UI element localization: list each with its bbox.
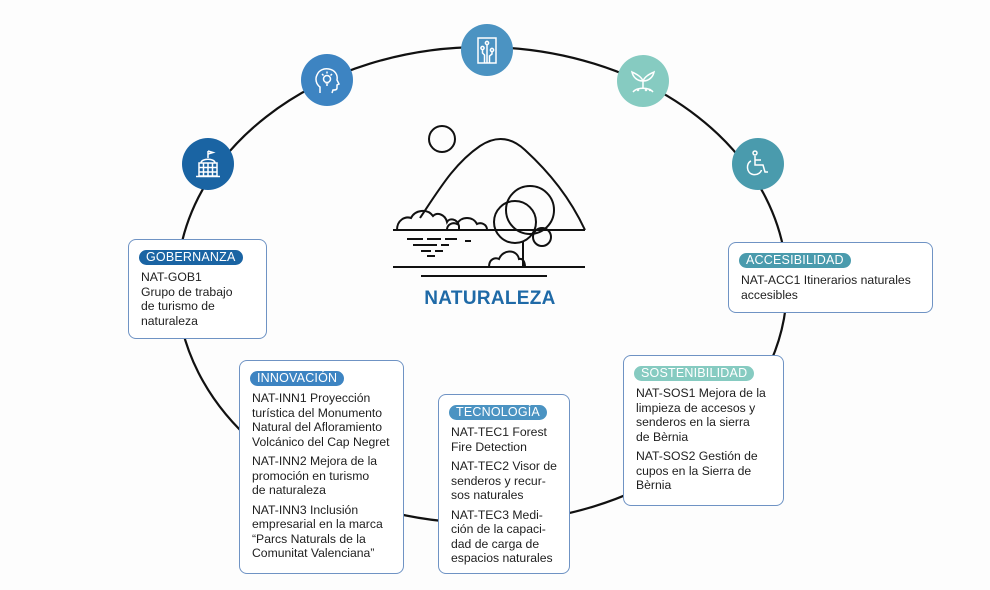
sprout-icon bbox=[630, 70, 656, 93]
sostenibilidad-node bbox=[617, 55, 669, 107]
sun-shape bbox=[428, 125, 456, 153]
badge-gobernanza: GOBERNANZA bbox=[139, 250, 243, 265]
tecnologia-node bbox=[461, 24, 513, 76]
innovacion-node bbox=[301, 54, 353, 106]
circuit-board-icon bbox=[477, 37, 497, 64]
center-title: NATURALEZA bbox=[424, 288, 556, 309]
government-building-icon bbox=[196, 150, 220, 178]
card-item: NAT-TEC2 Visor de senderos y recur- sos … bbox=[451, 459, 557, 502]
tree-front bbox=[493, 200, 537, 244]
accesibilidad-node bbox=[732, 138, 784, 190]
badge-innovacion: INNOVACIÓN bbox=[250, 371, 345, 386]
bush-left bbox=[396, 210, 460, 231]
bush-mid bbox=[446, 217, 488, 231]
head-lightbulb-icon bbox=[315, 68, 341, 94]
card-item: NAT-TEC3 Medi- ción de la capaci- dad de… bbox=[451, 507, 553, 566]
tree-back bbox=[505, 185, 555, 235]
wheelchair-icon bbox=[746, 150, 768, 176]
card-gobernanza: GOBERNANZA NAT-GOB1 Grupo de trabajo de … bbox=[128, 239, 267, 339]
card-item: NAT-INN2 Mejora de la promoción en turis… bbox=[252, 454, 378, 497]
landscape-illustration-icon bbox=[393, 125, 586, 277]
card-item: NAT-TEC1 Forest Fire Detection bbox=[451, 425, 547, 454]
card-item: NAT-INN3 Inclusión empresarial en la mar… bbox=[252, 502, 383, 561]
gobernanza-node bbox=[182, 138, 234, 190]
card-item: NAT-SOS2 Gestión de cupos en la Sierra d… bbox=[636, 449, 758, 492]
card-item: NAT-ACC1 Itinerarios naturales accesible… bbox=[741, 273, 911, 302]
card-item: NAT-GOB1 Grupo de trabajo de turismo de … bbox=[141, 270, 233, 328]
card-tecnologia: TECNOLOGÍA NAT-TEC1 Forest Fire Detectio… bbox=[438, 394, 570, 574]
badge-tecnologia: TECNOLOGÍA bbox=[449, 405, 547, 420]
card-sostenibilidad: SOSTENIBILIDAD NAT-SOS1 Mejora de la lim… bbox=[623, 355, 784, 506]
tree-small bbox=[532, 227, 552, 247]
card-accesibilidad: ACCESIBILIDAD NAT-ACC1 Itinerarios natur… bbox=[728, 242, 933, 313]
card-item: NAT-INN1 Proyección turística del Monume… bbox=[252, 391, 390, 449]
badge-sostenibilidad: SOSTENIBILIDAD bbox=[634, 366, 755, 381]
bush-front bbox=[488, 250, 526, 268]
mountain-shape bbox=[419, 138, 586, 231]
badge-accesibilidad: ACCESIBILIDAD bbox=[739, 253, 851, 268]
card-innovacion: INNOVACIÓN NAT-INN1 Proyección turística… bbox=[239, 360, 404, 574]
card-item: NAT-SOS1 Mejora de la limpieza de acceso… bbox=[636, 386, 766, 444]
